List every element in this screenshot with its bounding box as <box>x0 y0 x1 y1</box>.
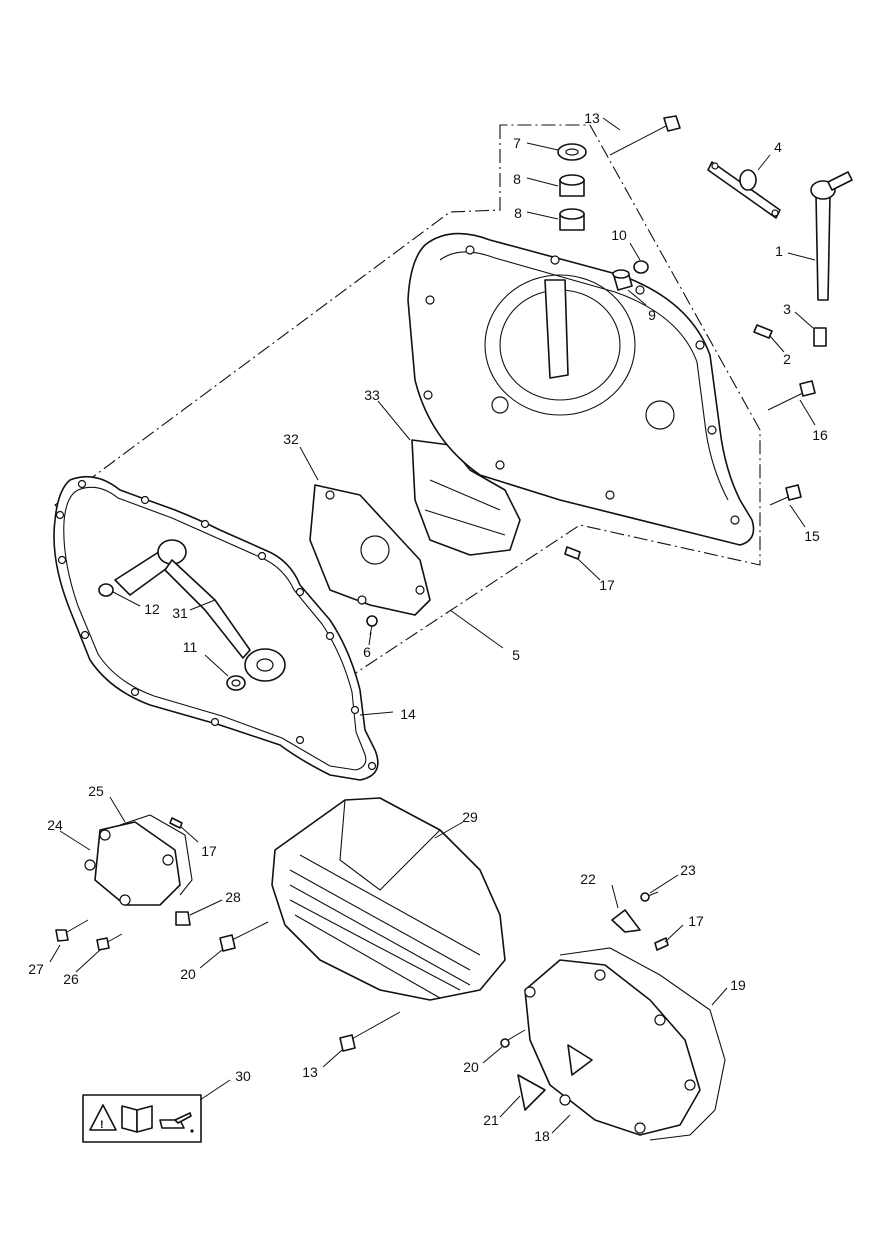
callout-31: 31 <box>172 605 188 621</box>
plate-32 <box>309 484 431 616</box>
warning-triangle-icon <box>89 1104 117 1131</box>
callout-11: 11 <box>183 639 198 655</box>
bolt-16 <box>767 380 816 411</box>
callout-19: 19 <box>730 977 746 993</box>
manual-book-icon <box>121 1105 153 1133</box>
callout-5: 5 <box>512 647 520 663</box>
bolt-13-top <box>609 115 681 156</box>
callout-26: 26 <box>63 971 79 987</box>
callout-3: 3 <box>783 301 791 317</box>
leader-lines <box>49 117 816 1134</box>
callout-4: 4 <box>774 139 782 155</box>
bolt-13-bottom <box>339 1011 401 1052</box>
callout-22: 22 <box>580 871 596 887</box>
screw-6 <box>366 615 378 636</box>
callout-1: 1 <box>775 243 783 259</box>
callout-17-right: 17 <box>688 913 704 929</box>
callout-30: 30 <box>235 1068 251 1084</box>
svg-text:!: ! <box>100 1119 104 1131</box>
callout-15: 15 <box>804 528 820 544</box>
clip-28 <box>175 911 191 926</box>
callout-21: 21 <box>483 1112 499 1128</box>
cover-29 <box>271 797 506 1001</box>
callout-7: 7 <box>513 135 521 151</box>
bush-9 <box>612 269 633 291</box>
o-ring-12 <box>98 583 114 597</box>
callout-labels: 13 7 8 8 10 9 4 1 3 2 16 15 17 33 32 5 6… <box>28 110 828 1144</box>
washer-10 <box>633 260 649 274</box>
callout-29: 29 <box>462 809 478 825</box>
gasket-25 <box>119 814 193 896</box>
callout-28: 28 <box>225 889 241 905</box>
callout-8-upper: 8 <box>513 171 521 187</box>
callout-23: 23 <box>680 862 696 878</box>
callout-10: 10 <box>611 227 627 243</box>
bolt-20-left <box>219 921 269 952</box>
callout-27: 27 <box>28 961 44 977</box>
callout-12: 12 <box>144 601 160 617</box>
screw-23 <box>640 891 659 902</box>
shaft-1 <box>810 171 853 301</box>
callout-2: 2 <box>783 351 791 367</box>
callout-8-lower: 8 <box>514 205 522 221</box>
bearing-8-upper <box>559 174 585 197</box>
callout-20-right: 20 <box>463 1059 479 1075</box>
callout-24: 24 <box>47 817 63 833</box>
cover-24 <box>84 821 181 906</box>
cover-5 <box>407 232 755 546</box>
callout-18: 18 <box>534 1128 550 1144</box>
spring-3 <box>813 327 827 347</box>
callout-32: 32 <box>283 431 299 447</box>
dowel-17-top <box>564 546 581 560</box>
warning-label-30: ! <box>82 1094 202 1143</box>
gasket-19 <box>559 947 726 1141</box>
bolt-20-right <box>500 1029 526 1048</box>
bearing-8-lower <box>559 208 585 231</box>
callout-16: 16 <box>812 427 828 443</box>
callout-13-bottom: 13 <box>302 1064 318 1080</box>
callout-25: 25 <box>88 783 104 799</box>
callout-33: 33 <box>364 387 380 403</box>
callout-20-left: 20 <box>180 966 196 982</box>
bolt-15 <box>769 484 802 506</box>
callout-14: 14 <box>400 706 416 722</box>
badge-21 <box>517 1074 546 1111</box>
callout-9: 9 <box>648 307 656 323</box>
callout-17-top: 17 <box>599 577 615 593</box>
bolt-27 <box>55 919 89 942</box>
shaft-31 <box>114 539 286 682</box>
callout-13-top: 13 <box>584 110 600 126</box>
oil-can-icon <box>159 1112 194 1133</box>
cover-18 <box>524 959 701 1136</box>
bracket-22 <box>611 909 641 933</box>
pin-2 <box>753 324 773 339</box>
gasket-bolt-holes <box>55 479 377 771</box>
callout-17-left: 17 <box>201 843 217 859</box>
gasket-14-inner <box>63 486 367 771</box>
dowel-17-right <box>654 937 669 951</box>
bolt-26 <box>96 933 123 951</box>
callout-6: 6 <box>363 644 371 660</box>
dowel-17-left <box>169 817 183 829</box>
clip-4 <box>707 161 781 219</box>
